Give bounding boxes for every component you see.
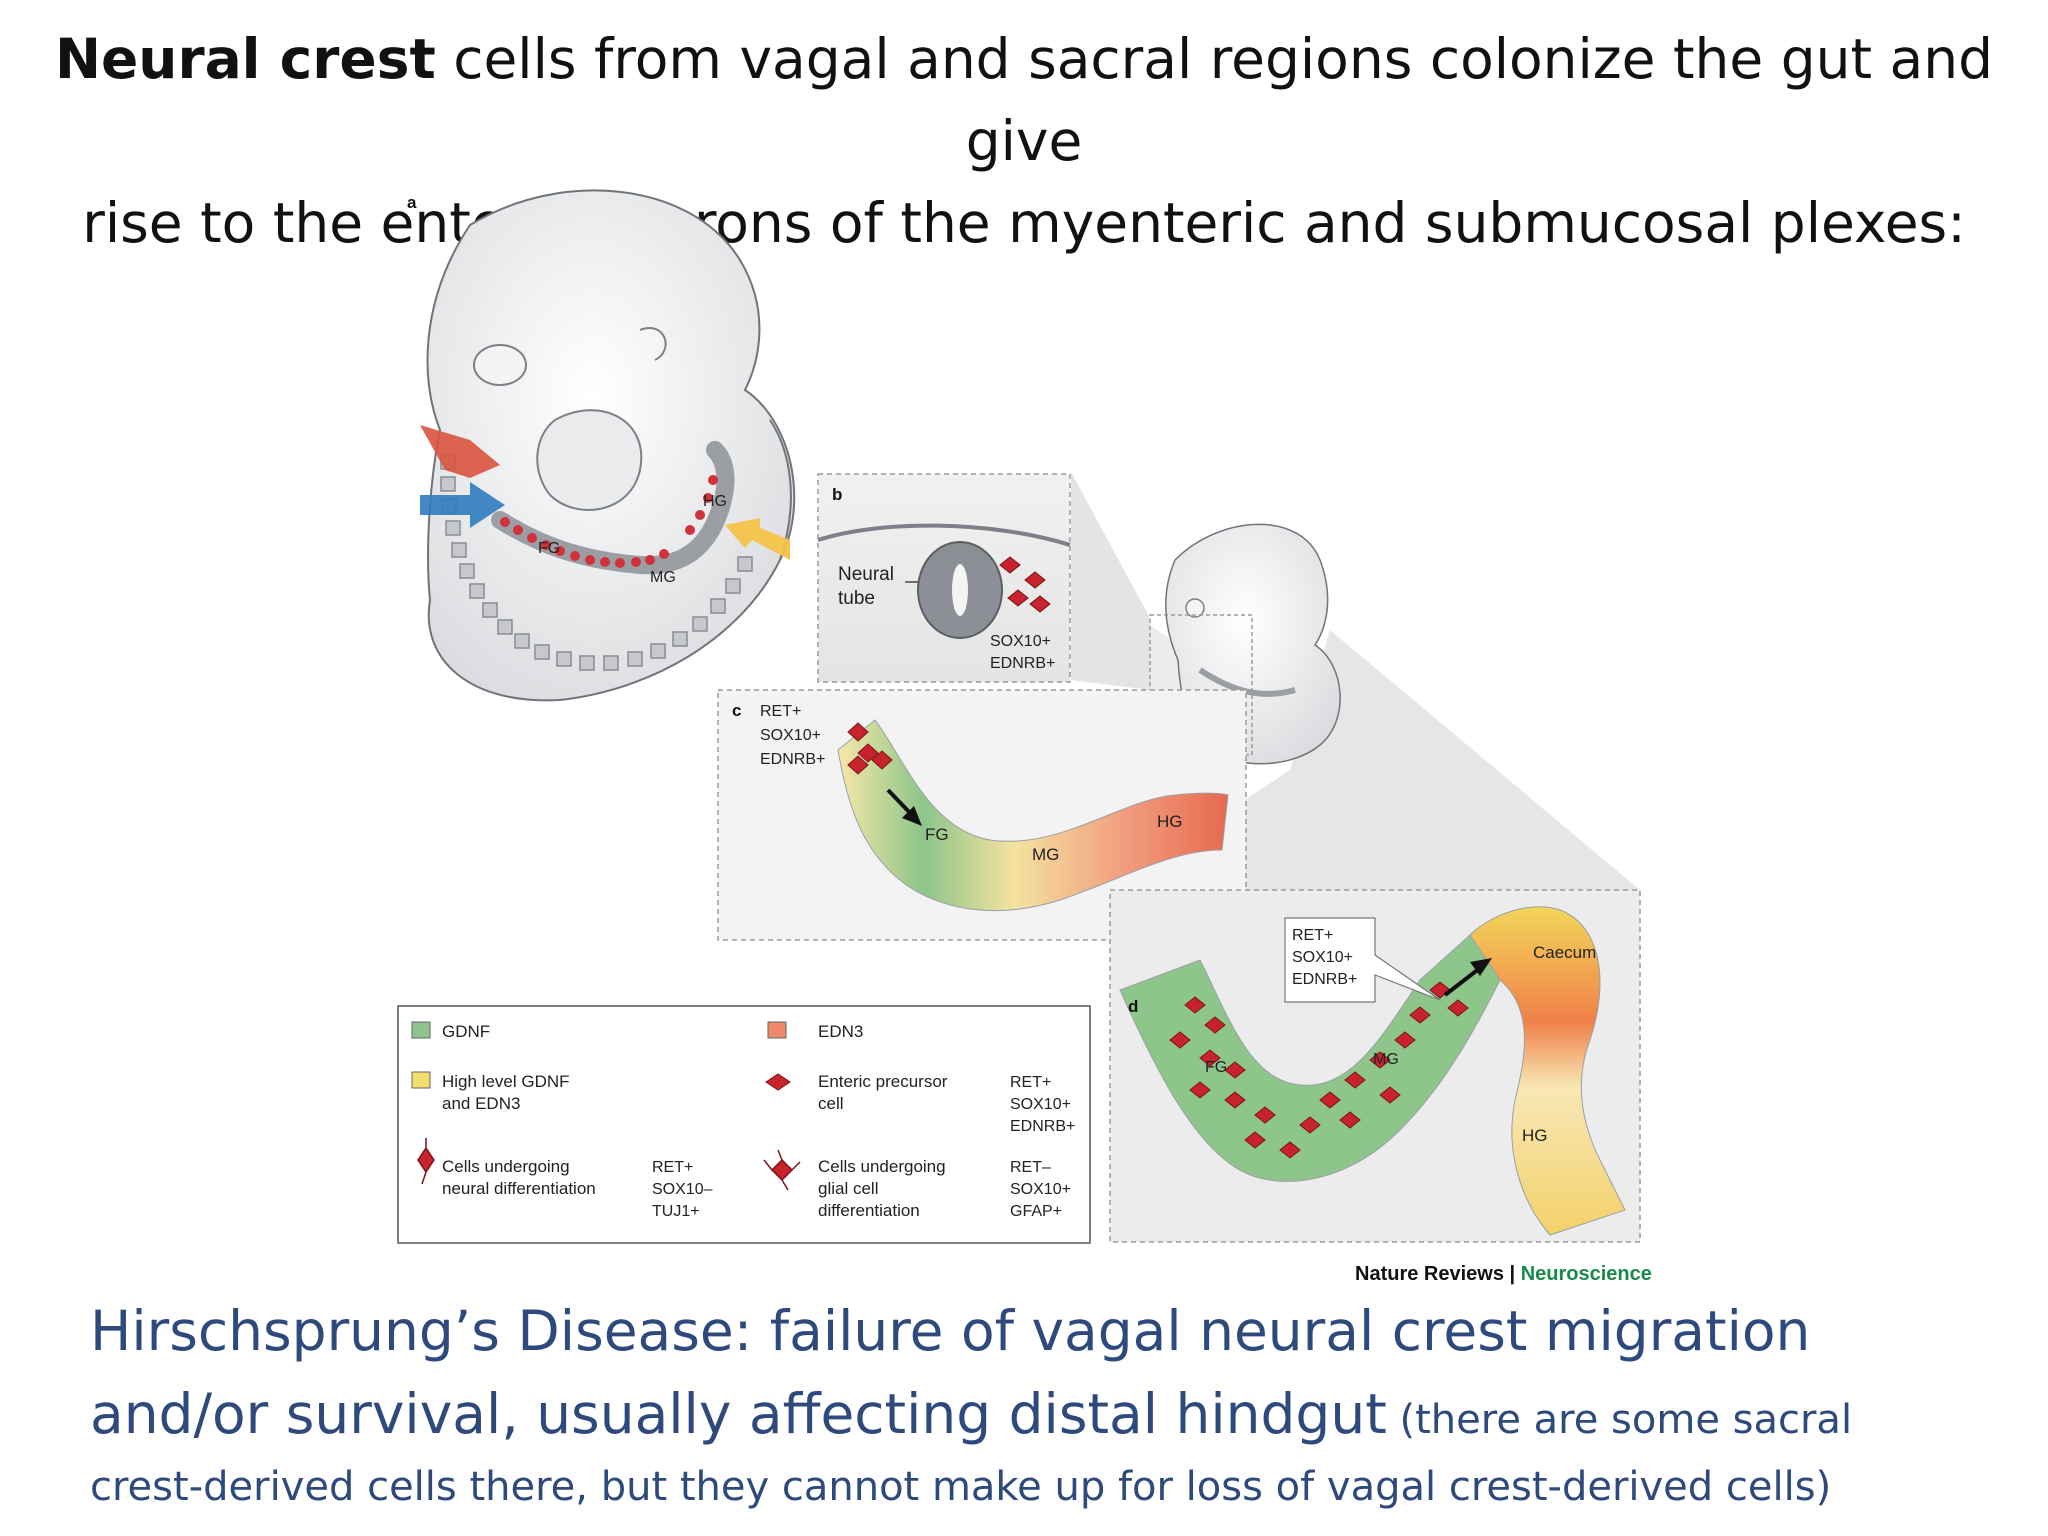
legend-glial-2: glial cell [818, 1179, 878, 1198]
panel-b-label: b [832, 485, 842, 504]
panel-d-ret: RET+ [1292, 927, 1333, 944]
legend-glial-cell-icon [763, 1149, 801, 1191]
legend-box [397, 1005, 1091, 1244]
panel-c-ret: RET+ [760, 703, 801, 720]
legend-enteric-marker-2: SOX10+ [1010, 1096, 1071, 1113]
panel-d-label: d [1128, 997, 1138, 1016]
title-bold: Neural crest [54, 27, 436, 91]
panel-a-fg-label: FG [538, 540, 560, 557]
credit-journal: Nature Reviews [1355, 1263, 1504, 1285]
panel-a-label: a [407, 193, 417, 212]
footer-line-3: crest-derived cells there, but they cann… [90, 1464, 1832, 1510]
panel-c-gut [837, 719, 1229, 912]
panel-c-arrowhead [902, 806, 922, 826]
legend-neural-marker-3: TUJ1+ [652, 1203, 700, 1220]
somites [440, 454, 753, 671]
panel-d-migration-arrow [1443, 966, 1482, 997]
panel-d-mg-label: MG [1373, 1051, 1399, 1068]
sacral-arrow-yellow [725, 518, 790, 560]
panel-a-mg-label: MG [650, 569, 676, 586]
panel-b: b Neural tube SOX10+ EDNRB+ [817, 473, 1071, 683]
slide-title: Neural crest cells from vagal and sacral… [0, 18, 2048, 264]
figure-credit: Nature Reviews | Neuroscience [1355, 1263, 1652, 1286]
legend-swatch-edn3 [767, 1021, 787, 1039]
panel-a: a FG MG HG [407, 189, 796, 702]
panel-d-ednrb: EDNRB+ [1292, 971, 1357, 988]
panel-c-label: c [732, 701, 741, 720]
legend-high-1: High level GDNF [442, 1072, 570, 1091]
panel-b-neural-label: Neural [838, 564, 894, 585]
legend-high-2: and EDN3 [442, 1094, 520, 1113]
legend-enteric-marker-1: RET+ [1010, 1074, 1051, 1091]
footer-line-1: Hirschsprung’s Disease: failure of vagal… [90, 1299, 1811, 1363]
legend-neural-cell-icon [417, 1138, 435, 1185]
legend: GDNF EDN3 High level GDNF and EDN3 Enter… [397, 1005, 1091, 1244]
panel-d-callout-box [1284, 917, 1441, 1003]
panel-d-precursor-cells [1169, 981, 1469, 1159]
embryo-a-heart [536, 409, 643, 511]
panel-d-arrowhead [1470, 958, 1492, 976]
legend-enteric-1: Enteric precursor [818, 1072, 948, 1091]
panel-a-hg-label: HG [703, 493, 727, 510]
zoom-cone-b [1071, 472, 1150, 690]
title-line-1: Neural crest cells from vagal and sacral… [0, 18, 2048, 182]
panel-b-ednrb: EDNRB+ [990, 655, 1055, 672]
panel-b-tube-label: tube [838, 588, 875, 609]
neural-tube-lumen [952, 564, 968, 616]
legend-neural-1: Cells undergoing [442, 1157, 570, 1176]
legend-glial-marker-2: SOX10+ [1010, 1181, 1071, 1198]
legend-neural-marker-1: RET+ [652, 1159, 693, 1176]
panel-d-gut-distal [1469, 906, 1626, 1236]
embryo-a-ear [639, 327, 667, 361]
embryo-a-eye [473, 344, 527, 386]
hirschsprung-note: Hirschsprung’s Disease: failure of vagal… [90, 1290, 1990, 1518]
panel-d-sox10: SOX10+ [1292, 949, 1353, 966]
credit-section: Neuroscience [1520, 1263, 1652, 1285]
vagal-arrow-blue [420, 482, 505, 528]
panel-b-ectoderm [817, 523, 1071, 547]
legend-glial-marker-3: GFAP+ [1010, 1203, 1062, 1220]
panel-d-fg-label: FG [1205, 1059, 1227, 1076]
panel-c-hg-label: HG [1157, 812, 1183, 831]
panel-b-sox10: SOX10+ [990, 633, 1051, 650]
footer-paren-1: (there are some sacral [1386, 1397, 1853, 1443]
footer-line-2-main: and/or survival, usually affecting dista… [90, 1382, 1387, 1446]
legend-enteric-cell-icon [765, 1073, 791, 1091]
title-line-1-rest: cells from vagal and sacral regions colo… [435, 27, 1994, 173]
panel-c-mg-label: MG [1032, 845, 1059, 864]
legend-enteric-2: cell [818, 1094, 844, 1113]
panel-b-crest-cells [999, 556, 1051, 613]
legend-enteric-marker-3: EDNRB+ [1010, 1118, 1075, 1135]
legend-neural-2: neural differentiation [442, 1179, 596, 1198]
vagal-arrow-red [420, 425, 500, 478]
legend-glial-1: Cells undergoing [818, 1157, 946, 1176]
legend-neural-marker-2: SOX10– [652, 1181, 713, 1198]
legend-glial-3: differentiation [818, 1201, 920, 1220]
embryo-small-eye [1185, 598, 1205, 618]
embryo-small-zoom-box [1149, 614, 1253, 756]
panel-c-migration-arrow [886, 788, 914, 817]
legend-edn3: EDN3 [818, 1022, 863, 1041]
panel-c-sox10: SOX10+ [760, 727, 821, 744]
panel-d-hg-label: HG [1522, 1126, 1548, 1145]
footer-line-2: and/or survival, usually affecting dista… [90, 1373, 1990, 1456]
panel-c-ednrb: EDNRB+ [760, 751, 825, 768]
legend-swatch-gdnf [411, 1021, 431, 1039]
gut-tube-a [491, 441, 735, 575]
crest-cells-along-gut [500, 475, 718, 568]
credit-separator: | [1503, 1263, 1521, 1285]
panel-d-caecum-label: Caecum [1533, 943, 1596, 962]
legend-swatch-high [411, 1071, 431, 1089]
panel-c-fg-label: FG [925, 825, 949, 844]
legend-gdnf: GDNF [442, 1022, 490, 1041]
panel-d-gut-green [1119, 934, 1501, 1182]
panel-c-precursor-cells [847, 722, 893, 775]
panel-d: d RET+ SOX10+ EDNRB+ Caecum FG MG HG [1109, 889, 1641, 1243]
legend-glial-marker-1: RET– [1010, 1159, 1051, 1176]
title-line-2: rise to the enteric neurons of the myent… [82, 191, 1966, 255]
